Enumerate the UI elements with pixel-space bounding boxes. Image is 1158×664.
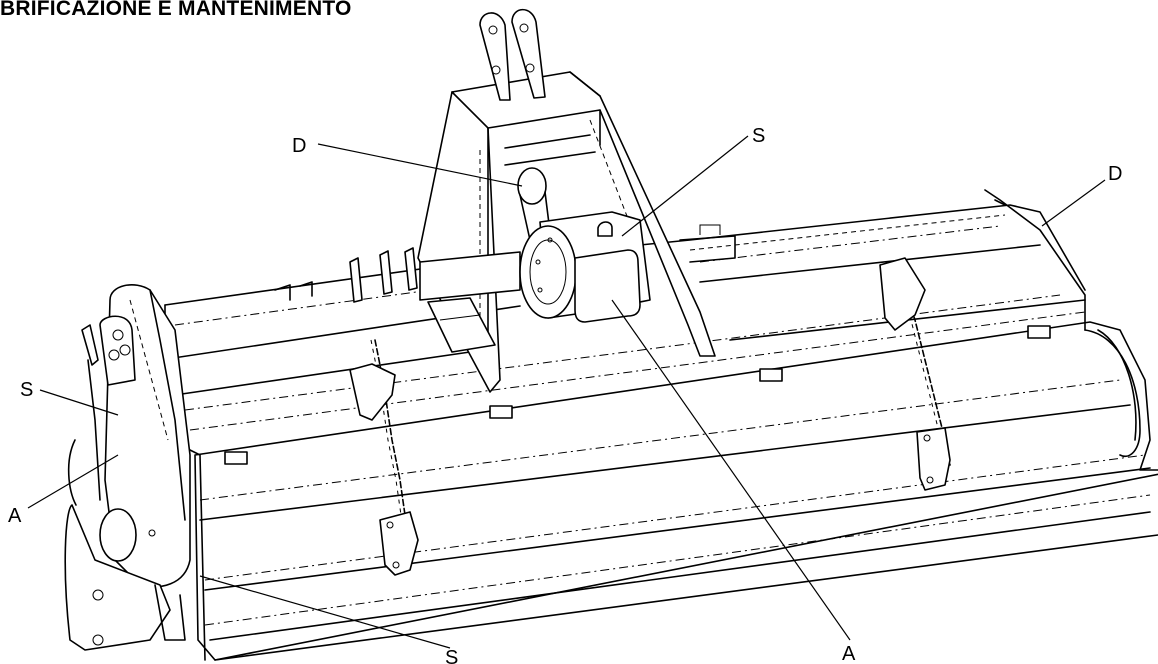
side-transmission-housing bbox=[64, 284, 191, 651]
callout-s-bottom: S bbox=[445, 647, 458, 664]
leader-s-top-center bbox=[621, 135, 749, 237]
callout-s-left: S bbox=[20, 379, 33, 401]
callout-labels: D S D S A A S bbox=[8, 125, 1122, 664]
hood-clips bbox=[224, 325, 1051, 465]
leader-lines bbox=[27, 135, 1106, 649]
callout-d-top-right: D bbox=[1108, 163, 1122, 185]
callout-d-top-left: D bbox=[292, 135, 306, 157]
leader-d-top-right bbox=[1041, 179, 1106, 227]
callout-a-left: A bbox=[8, 505, 22, 527]
tiller-hood bbox=[159, 189, 1158, 661]
chain-right bbox=[879, 257, 951, 491]
chain-left bbox=[349, 339, 419, 576]
leader-s-left bbox=[39, 389, 119, 416]
callout-s-top-center: S bbox=[752, 125, 765, 147]
leader-d-top-left bbox=[317, 143, 523, 187]
hitch-tower bbox=[274, 8, 716, 393]
gearbox bbox=[419, 167, 651, 323]
leader-a-left bbox=[27, 454, 119, 509]
leader-s-bottom bbox=[199, 575, 451, 649]
callout-a-bottom-right: A bbox=[842, 643, 856, 664]
leader-a-bottom-right bbox=[611, 299, 851, 641]
page-title: BRIFICAZIONE E MANTENIMENTO bbox=[0, 0, 352, 20]
